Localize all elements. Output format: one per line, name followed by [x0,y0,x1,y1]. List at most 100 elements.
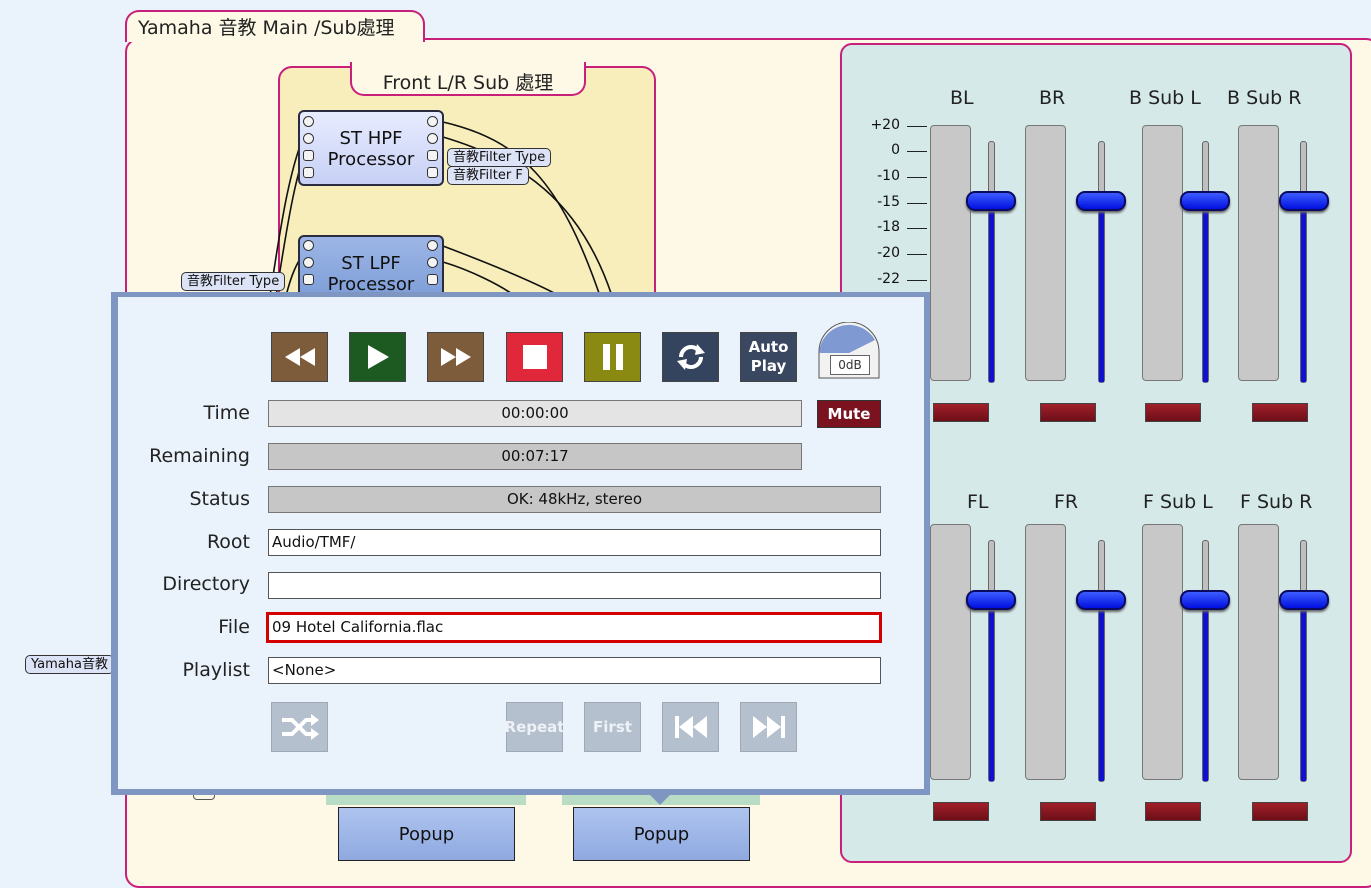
meter-f-sub-l [1142,524,1183,780]
media-player-dialog: Auto Play 0dB Time 00:00:00 Mute Remaini… [118,297,924,789]
mute-led-bl[interactable] [933,403,989,422]
fader-knob-bl[interactable] [966,191,1016,211]
scale-label: -22 [877,271,900,287]
fader-knob-b-sub-l[interactable] [1180,191,1230,211]
lpf-subtitle: Processor [327,274,415,295]
fader-knob-f-sub-l[interactable] [1180,590,1230,610]
popup-button-2[interactable]: Popup [573,807,750,861]
play-button[interactable] [349,332,406,382]
loop-button[interactable] [662,332,719,382]
playlist-input[interactable]: <None> [268,657,881,684]
pin[interactable] [427,167,438,178]
channel-label-b-sub-l: B Sub L [1129,87,1201,109]
shuffle-button[interactable] [271,702,328,752]
scale-label: -15 [877,194,900,210]
pin[interactable] [303,133,314,144]
stop-button[interactable] [506,332,563,382]
fader-rail-fr[interactable] [1098,540,1105,782]
meter-b-sub-r [1238,125,1279,381]
pin[interactable] [427,257,438,268]
pin[interactable] [303,240,314,251]
mute-led-b-sub-l[interactable] [1145,403,1201,422]
next-button[interactable] [740,702,797,752]
fader-rail-br[interactable] [1098,141,1105,383]
mute-led-f-sub-l[interactable] [1145,802,1201,821]
directory-input[interactable] [268,572,881,599]
hpf-filter-f-tag[interactable]: 音教Filter F [447,166,529,185]
file-label: File [218,616,250,638]
yamaha-tag[interactable]: Yamaha音教 [25,655,114,674]
fader-rail-bl[interactable] [988,141,995,383]
wire [442,261,516,297]
previous-button[interactable] [662,702,719,752]
root-input[interactable]: Audio/TMF/ [268,529,881,556]
front-sub-group-title: Front L/R Sub 處理 [382,72,554,94]
mute-led-fr[interactable] [1040,802,1096,821]
autoplay-button[interactable]: Auto Play [740,332,797,382]
pin[interactable] [303,150,314,161]
scale-label: -20 [877,245,900,261]
lpf-filter-type-tag[interactable]: 音教Filter Type [181,272,286,291]
st-hpf-processor[interactable]: ST HPF Processor [298,110,444,186]
time-field: 00:00:00 [268,400,802,427]
play-icon [367,345,389,369]
channel-label-bl: BL [950,87,974,109]
mute-button[interactable]: Mute [817,400,881,428]
pause-button[interactable] [584,332,641,382]
meter-fr [1025,524,1066,780]
directory-label: Directory [162,573,250,595]
pin[interactable] [427,150,438,161]
fader-rail-b-sub-r[interactable] [1300,141,1307,383]
pin[interactable] [303,167,314,178]
status-label: Status [189,488,250,510]
fader-rail-b-sub-l[interactable] [1202,141,1209,383]
pin[interactable] [303,257,314,268]
autoplay-line2: Play [750,357,787,375]
pin[interactable] [303,116,314,127]
fader-rail-f-sub-l[interactable] [1202,540,1209,782]
mute-led-b-sub-r[interactable] [1252,403,1308,422]
st-lpf-processor[interactable]: ST LPF Processor [298,235,444,297]
pin[interactable] [427,133,438,144]
pin[interactable] [427,116,438,127]
pin[interactable] [427,240,438,251]
popup-pointer [650,795,670,805]
rewind-button[interactable] [271,332,328,382]
time-label: Time [203,402,251,424]
popup-button-1[interactable]: Popup [338,807,515,861]
loop-icon [676,344,705,370]
wire [442,121,601,297]
fader-knob-b-sub-r[interactable] [1279,191,1329,211]
fader-knob-br[interactable] [1076,191,1126,211]
mute-led-br[interactable] [1040,403,1096,422]
skip-back-icon [674,716,707,738]
status-field: OK: 48kHz, stereo [268,486,881,513]
mute-led-f-sub-r[interactable] [1252,802,1308,821]
gain-knob[interactable]: 0dB [818,321,880,379]
pin[interactable] [427,274,438,285]
fader-knob-fr[interactable] [1076,590,1126,610]
fader-knob-fl[interactable] [966,590,1016,610]
mute-led-fl[interactable] [933,802,989,821]
connector-stub [193,790,215,800]
fader-rail-f-sub-r[interactable] [1300,540,1307,782]
scale-tick [907,280,927,281]
hpf-title: ST HPF [339,128,403,149]
file-input[interactable]: 09 Hotel California.flac [266,612,882,643]
fader-rail-fl[interactable] [988,540,995,782]
scale-tick [907,203,927,204]
playlist-label: Playlist [182,659,250,681]
fast-forward-icon [440,348,471,366]
shuffle-icon [281,714,319,740]
pause-icon [602,344,623,370]
root-label: Root [206,531,250,553]
fader-knob-f-sub-r[interactable] [1279,590,1329,610]
repeat-button[interactable]: Repeat [505,702,564,752]
fast-forward-button[interactable] [427,332,484,382]
pin[interactable] [303,274,314,285]
channel-label-fl: FL [967,491,989,513]
scale-tick [907,177,927,178]
first-button[interactable]: First [584,702,641,752]
lpf-title: ST LPF [341,253,401,274]
hpf-filter-type-tag[interactable]: 音教Filter Type [447,148,552,167]
